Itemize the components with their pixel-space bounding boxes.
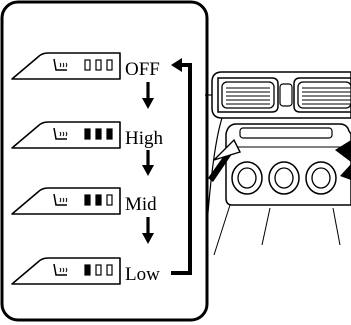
level-lamp-3 (106, 194, 113, 206)
level-lamp-3 (106, 59, 113, 71)
state-row-off: OFF (11, 52, 160, 80)
seat-heater-icon (53, 58, 68, 71)
hazard-button (279, 83, 293, 107)
level-lamp-3 (106, 264, 113, 276)
climate-dial-left (231, 161, 263, 195)
switch-button-outline (11, 52, 121, 80)
seat-heater-icon (53, 263, 68, 276)
states-panel (0, 0, 209, 322)
return-loop-arrow (171, 58, 192, 275)
climate-dial-center (268, 161, 300, 195)
down-arrow-high-to-mid (142, 150, 154, 176)
pointer-arrow-left (213, 138, 241, 161)
seat-heater-switch-left (208, 150, 232, 182)
down-arrow-mid-to-low (142, 217, 154, 244)
state-label: High (125, 128, 164, 149)
level-lamp-2 (95, 128, 102, 140)
state-row-high: High (11, 121, 164, 149)
level-lamp-1 (84, 128, 91, 140)
switch-button-outline (11, 257, 121, 285)
state-label: OFF (125, 59, 160, 80)
state-row-low: Low (11, 257, 160, 285)
state-label: Low (125, 264, 160, 285)
switch-button-outline (11, 187, 121, 215)
seat-heater-switch-right (340, 164, 351, 180)
level-lamp-3 (106, 128, 113, 140)
climate-dial-right (305, 161, 337, 195)
pointer-arrow-right (335, 140, 351, 162)
state-label: Mid (125, 194, 157, 215)
down-arrow-off-to-high (142, 82, 154, 109)
console-display-strip (239, 127, 333, 139)
level-lamp-2 (95, 264, 102, 276)
center-console-illustration (205, 71, 351, 256)
level-lamp-1 (84, 59, 91, 71)
level-lamp-2 (95, 194, 102, 206)
level-lamp-1 (84, 194, 91, 206)
state-row-mid: Mid (11, 187, 157, 215)
switch-button-outline (11, 121, 121, 149)
level-lamp-2 (95, 59, 102, 71)
seat-heater-icon (53, 193, 68, 206)
level-lamp-1 (84, 264, 91, 276)
seat-heater-icon (53, 127, 68, 140)
